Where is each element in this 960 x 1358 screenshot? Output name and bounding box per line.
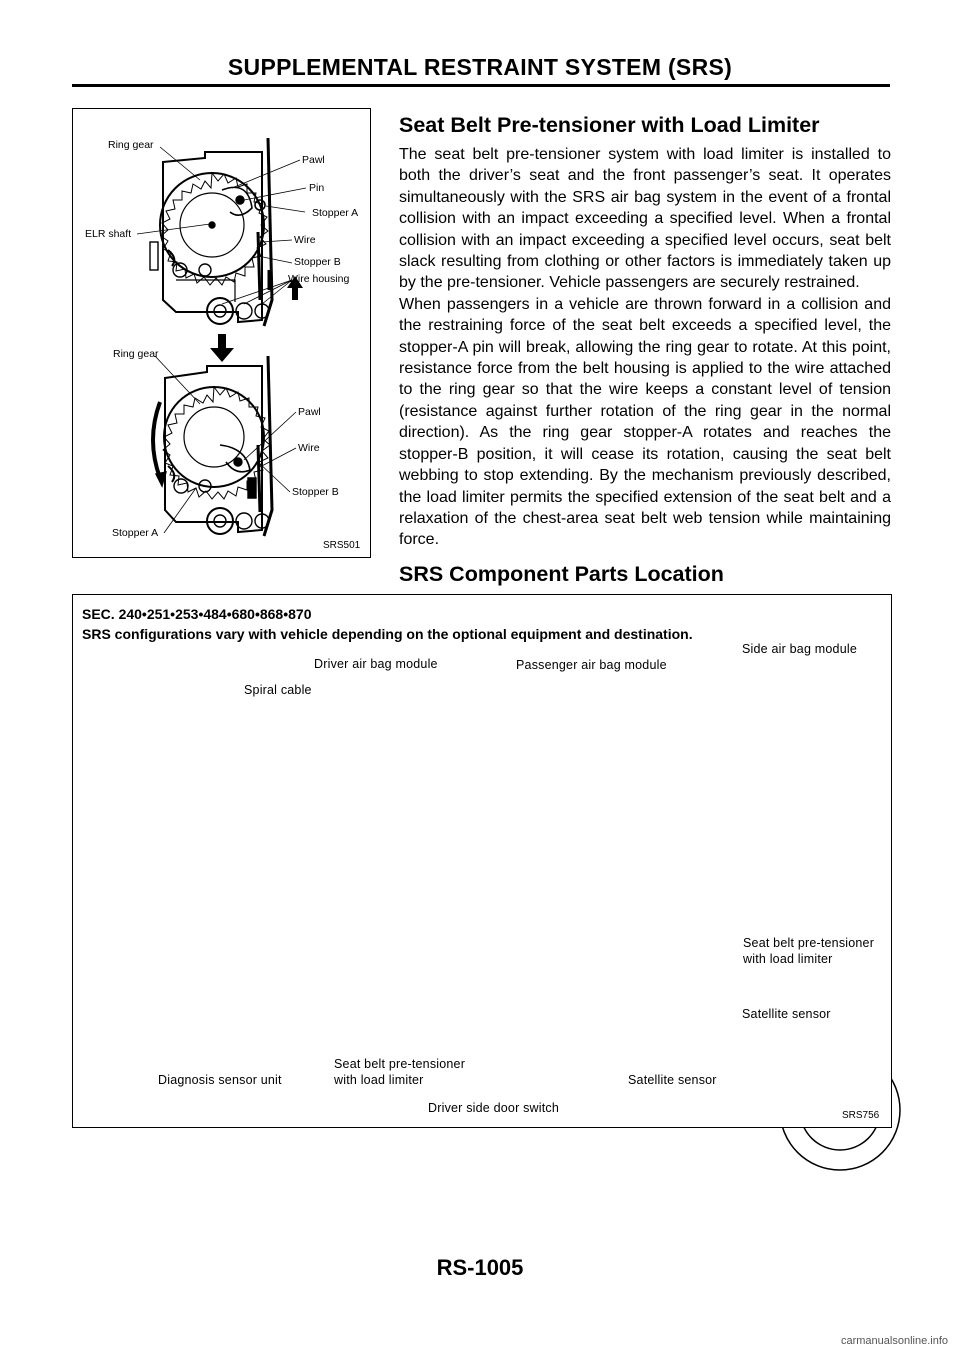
page-number: RS-1005 — [436, 1255, 524, 1280]
section-title-pretensioner: Seat Belt Pre-tensioner with Load Limite… — [399, 113, 820, 137]
label-driver-side-door-switch: Driver side door switch — [428, 1101, 560, 1115]
label-pretensioner-bottom-2: with load limiter — [334, 1073, 424, 1087]
label-satellite-sensor-bottom: Satellite sensor — [628, 1073, 717, 1087]
section-references: SEC. 240•251•253•484•680•868•870 SRS con… — [82, 604, 693, 644]
section1-body: The seat belt pre-tensioner system with … — [399, 144, 891, 551]
label-satellite-sensor-right: Satellite sensor — [742, 1007, 831, 1021]
label-wire-top: Wire — [294, 234, 316, 246]
label-pretensioner-bottom-1: Seat belt pre-tensioner — [334, 1057, 466, 1071]
label-pawl-bottom: Pawl — [298, 406, 321, 418]
label-spiral-cable: Spiral cable — [244, 683, 312, 697]
label-diagnosis-sensor-unit: Diagnosis sensor unit — [158, 1073, 282, 1087]
label-ring-gear-bottom: Ring gear — [113, 348, 159, 360]
footer-watermark[interactable]: carmanualsonline.info — [840, 1335, 948, 1347]
label-ring-gear-top: Ring gear — [108, 139, 154, 151]
retractor-upper-drawing — [149, 137, 274, 327]
page-header-title: SUPPLEMENTAL RESTRAINT SYSTEM (SRS) — [227, 54, 733, 80]
section1-paragraph-1: The seat belt pre-tensioner system with … — [399, 146, 891, 292]
label-pin: Pin — [309, 182, 325, 194]
sec-numbers: SEC. 240•251•253•484•680•868•870 — [82, 606, 312, 622]
figure1-leader-lines — [136, 146, 307, 534]
figure-seat-belt-mechanism — [72, 108, 371, 558]
label-elr-shaft: ELR shaft — [85, 228, 132, 240]
figure2-id: SRS756 — [842, 1110, 880, 1121]
label-pretensioner-right-1: Seat belt pre-tensioner — [743, 936, 875, 950]
section-title-component-location: SRS Component Parts Location — [399, 562, 724, 586]
label-pretensioner-right-2: with load limiter — [743, 952, 833, 966]
figure1-id: SRS501 — [323, 540, 361, 551]
configuration-note: SRS configurations vary with vehicle dep… — [82, 626, 693, 642]
section1-paragraph-2: When passengers in a vehicle are thrown … — [399, 295, 891, 549]
figure-component-location — [72, 594, 892, 1128]
transition-arrows — [210, 270, 303, 362]
label-wire-housing: Wire housing — [288, 273, 350, 285]
label-stopper-b-top: Stopper B — [294, 256, 341, 268]
label-wire-bottom: Wire — [298, 442, 320, 454]
label-driver-air-bag-module: Driver air bag module — [314, 657, 438, 671]
label-passenger-air-bag-module: Passenger air bag module — [516, 658, 667, 672]
label-pawl-top: Pawl — [302, 154, 325, 166]
label-stopper-a-top: Stopper A — [312, 207, 359, 219]
label-stopper-a-bottom: Stopper A — [112, 527, 159, 539]
header-rule — [72, 84, 890, 87]
label-stopper-b-bottom: Stopper B — [292, 486, 339, 498]
retractor-lower-drawing — [151, 355, 274, 537]
label-side-air-bag-module: Side air bag module — [742, 642, 857, 656]
